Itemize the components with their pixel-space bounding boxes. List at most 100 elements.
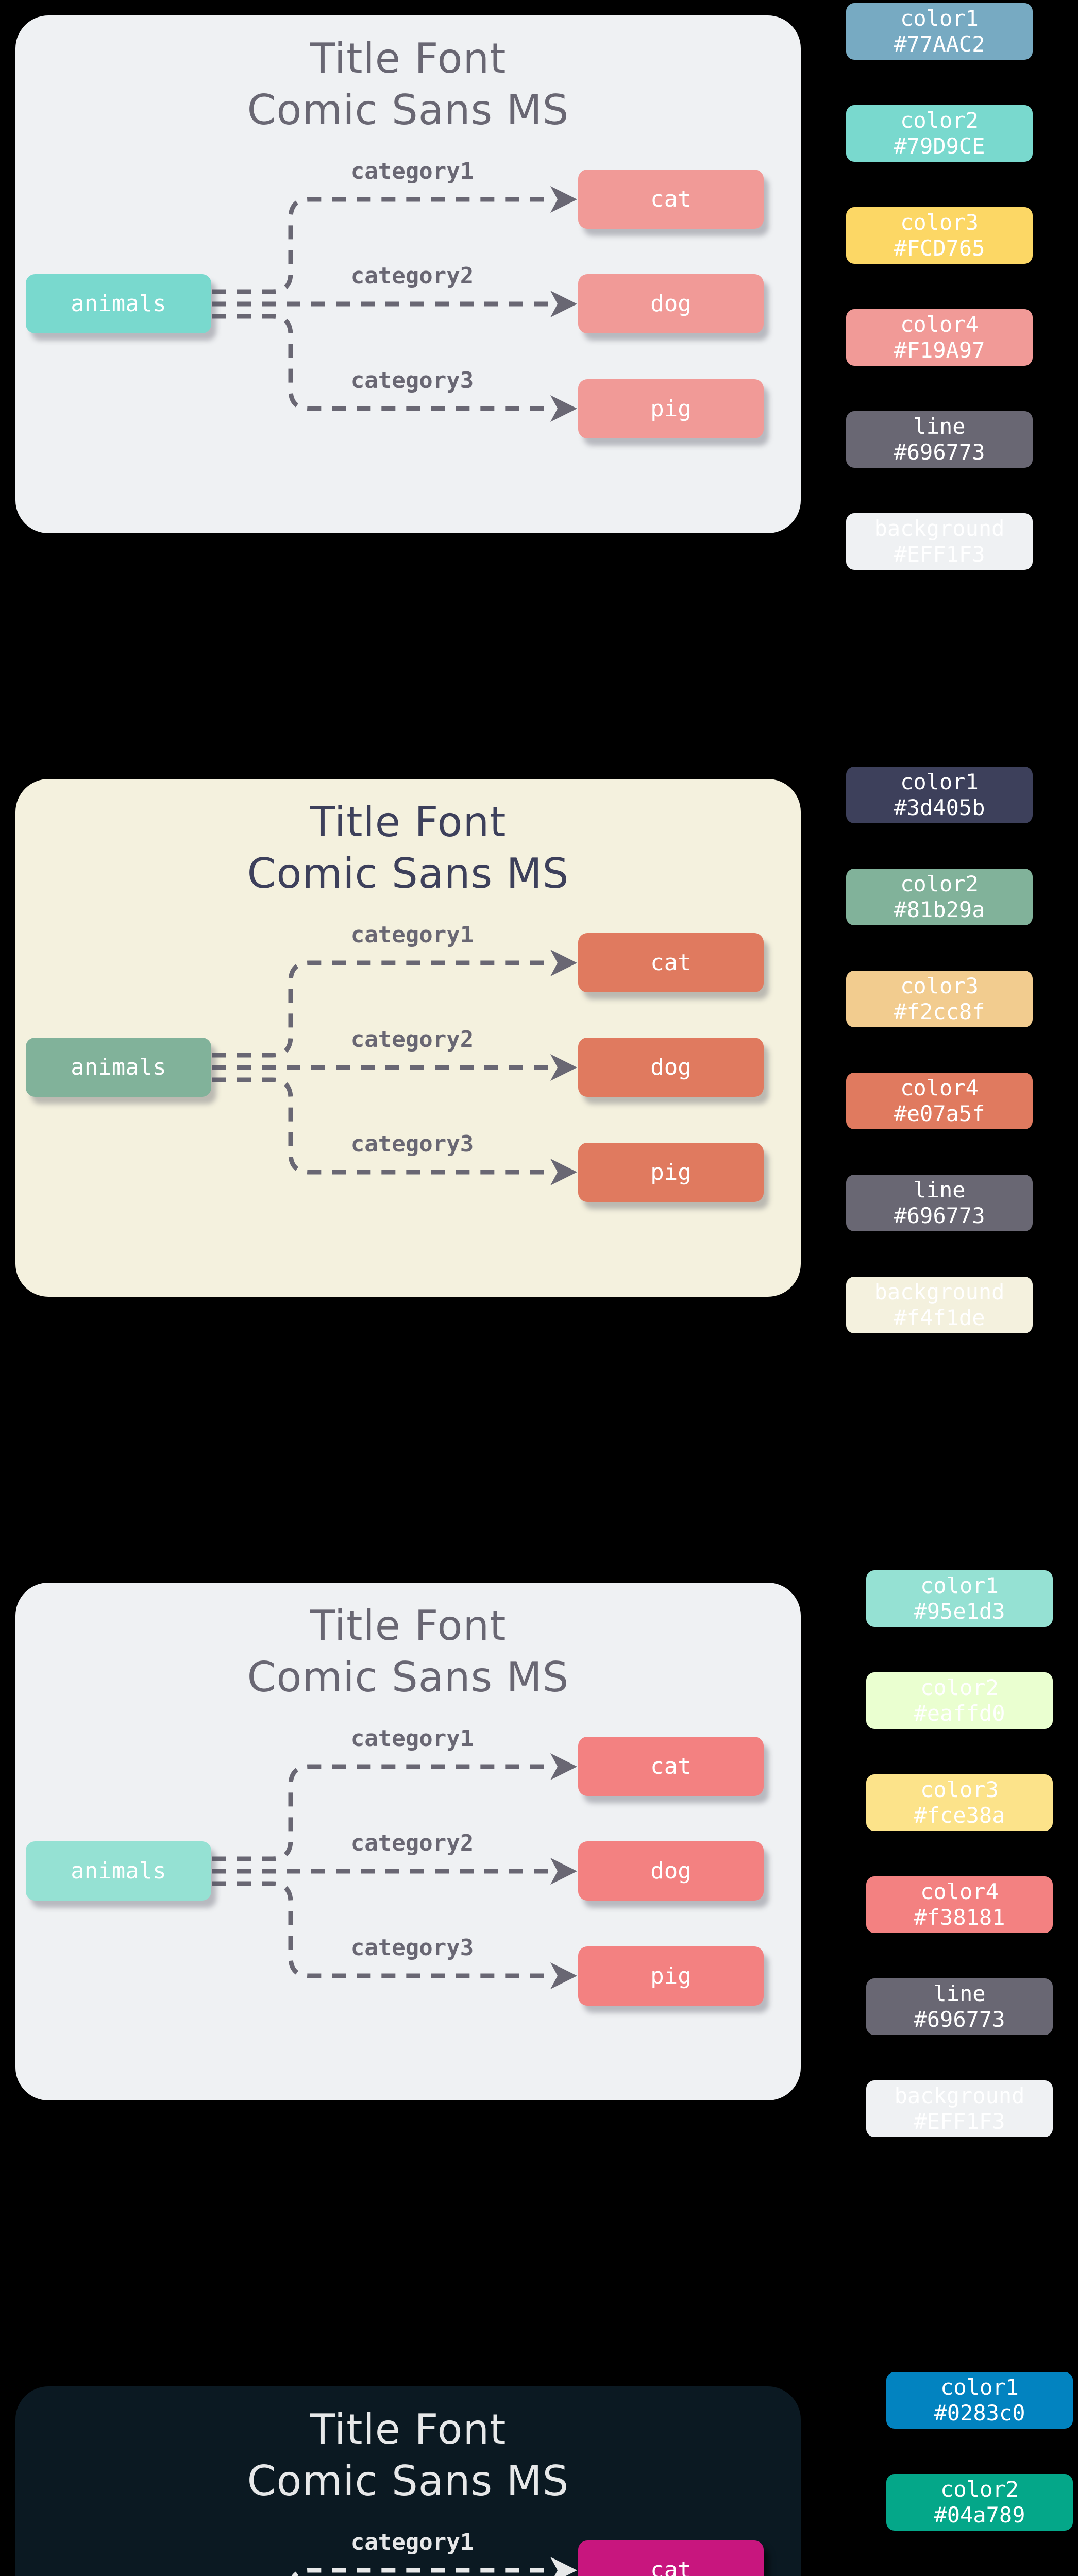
panel-title: Title Font Comic Sans MS bbox=[15, 33, 801, 136]
arrowhead-icon bbox=[550, 1159, 577, 1185]
edge-label-category1: category1 bbox=[350, 922, 474, 948]
swatch-background: background #f4f1de bbox=[846, 1277, 1033, 1333]
swatch-background: background #EFF1F3 bbox=[846, 513, 1033, 570]
swatch-name: background bbox=[874, 1279, 1005, 1304]
swatch-hex: #EFF1F3 bbox=[914, 2109, 1005, 2134]
title-line-1: Title Font bbox=[310, 1602, 507, 1650]
title-line-1: Title Font bbox=[310, 35, 507, 82]
node-dog: dog bbox=[578, 274, 764, 333]
edge-connectors bbox=[212, 950, 577, 1185]
swatch-color1: color1 #95e1d3 bbox=[866, 1570, 1053, 1627]
swatch-hex: #3d405b bbox=[894, 795, 985, 820]
node-dog: dog bbox=[578, 1841, 764, 1901]
edge-label-category1: category1 bbox=[350, 1725, 474, 1752]
swatch-hex: #81b29a bbox=[894, 897, 985, 922]
swatch-name: color4 bbox=[920, 1879, 999, 1904]
theme-panel: Title Font Comic Sans MS category1 categ… bbox=[15, 15, 801, 533]
edge-label-category2: category2 bbox=[350, 1026, 474, 1053]
swatch-hex: #95e1d3 bbox=[914, 1599, 1005, 1624]
title-line-2: Comic Sans MS bbox=[247, 850, 569, 897]
arrowhead-icon bbox=[550, 1054, 577, 1081]
swatch-line: line #696773 bbox=[846, 411, 1033, 468]
edge-label-category1: category1 bbox=[350, 2529, 474, 2555]
arrowhead-icon bbox=[550, 1962, 577, 1989]
palette-column: color1 #0283c0 color2 #04a789 color3 #fc… bbox=[886, 2372, 1073, 2576]
swatch-hex: #eaffd0 bbox=[914, 1701, 1005, 1726]
edge-connectors bbox=[212, 186, 577, 422]
palette-column: color1 #95e1d3 color2 #eaffd0 color3 #fc… bbox=[866, 1570, 1053, 2182]
node-animals: animals bbox=[26, 1841, 211, 1901]
edge-connectors bbox=[212, 1753, 577, 1989]
swatch-name: color2 bbox=[900, 871, 979, 896]
swatch-hex: #696773 bbox=[894, 439, 985, 465]
edge-label-category1: category1 bbox=[350, 158, 474, 184]
swatch-color4: color4 #f38181 bbox=[866, 1876, 1053, 1933]
swatch-hex: #f38181 bbox=[914, 1905, 1005, 1930]
swatch-name: color1 bbox=[900, 769, 979, 794]
arrowhead-icon bbox=[550, 186, 577, 213]
swatch-color3: color3 #FCD765 bbox=[846, 207, 1033, 264]
swatch-hex: #f2cc8f bbox=[894, 999, 985, 1024]
swatch-name: color1 bbox=[900, 6, 979, 31]
swatch-name: color2 bbox=[900, 108, 979, 133]
swatch-hex: #fce38a bbox=[914, 1803, 1005, 1828]
node-cat: cat bbox=[578, 933, 764, 992]
swatch-hex: #F19A97 bbox=[894, 337, 985, 363]
title-line-1: Title Font bbox=[310, 2405, 507, 2453]
swatch-name: background bbox=[874, 516, 1005, 541]
arrowhead-icon bbox=[550, 2557, 577, 2576]
edge-category3 bbox=[212, 314, 549, 411]
node-animals: animals bbox=[26, 1038, 211, 1097]
swatch-hex: #EFF1F3 bbox=[894, 541, 985, 567]
theme-panel: Title Font Comic Sans MS category1 categ… bbox=[15, 2386, 801, 2576]
node-dog: dog bbox=[578, 1038, 764, 1097]
swatch-hex: #696773 bbox=[894, 1203, 985, 1228]
panel-title: Title Font Comic Sans MS bbox=[15, 1600, 801, 1703]
edge-label-category2: category2 bbox=[350, 263, 474, 289]
node-pig: pig bbox=[578, 1946, 764, 2006]
node-pig: pig bbox=[578, 379, 764, 438]
arrowhead-icon bbox=[550, 950, 577, 976]
arrowhead-icon bbox=[550, 291, 577, 317]
swatch-line: line #696773 bbox=[846, 1175, 1033, 1231]
node-pig: pig bbox=[578, 1143, 764, 1202]
swatch-background: background #EFF1F3 bbox=[866, 2080, 1053, 2137]
swatch-name: color3 bbox=[900, 973, 979, 998]
swatch-color4: color4 #F19A97 bbox=[846, 309, 1033, 366]
swatch-color1: color1 #3d405b bbox=[846, 767, 1033, 823]
edge-category3 bbox=[212, 1077, 549, 1175]
edge-category3 bbox=[212, 1881, 549, 1978]
swatch-name: line bbox=[933, 1981, 986, 2006]
swatch-color1: color1 #0283c0 bbox=[886, 2372, 1073, 2429]
node-animals: animals bbox=[26, 274, 211, 333]
swatch-name: color2 bbox=[940, 2477, 1019, 2502]
swatch-hex: #79D9CE bbox=[894, 133, 985, 159]
swatch-color2: color2 #eaffd0 bbox=[866, 1672, 1053, 1729]
swatch-color3: color3 #fce38a bbox=[866, 1774, 1053, 1831]
theme-panel: Title Font Comic Sans MS category1 categ… bbox=[15, 779, 801, 1297]
panel-title: Title Font Comic Sans MS bbox=[15, 2404, 801, 2507]
node-cat: cat bbox=[578, 1737, 764, 1796]
swatch-color2: color2 #04a789 bbox=[886, 2474, 1073, 2531]
palette-column: color1 #77AAC2 color2 #79D9CE color3 #FC… bbox=[846, 3, 1033, 615]
edge-label-category3: category3 bbox=[350, 1935, 474, 1961]
title-line-2: Comic Sans MS bbox=[247, 2457, 569, 2505]
swatch-hex: #04a789 bbox=[934, 2502, 1025, 2528]
swatch-hex: #FCD765 bbox=[894, 235, 985, 261]
arrowhead-icon bbox=[550, 1858, 577, 1885]
swatch-name: color2 bbox=[920, 1675, 999, 1700]
arrowhead-icon bbox=[550, 395, 577, 422]
swatch-name: color3 bbox=[920, 1777, 999, 1802]
swatch-hex: #f4f1de bbox=[894, 1305, 985, 1330]
edge-label-category3: category3 bbox=[350, 1131, 474, 1157]
swatch-hex: #696773 bbox=[914, 2007, 1005, 2032]
panel-title: Title Font Comic Sans MS bbox=[15, 796, 801, 900]
swatch-name: line bbox=[913, 414, 966, 439]
swatch-hex: #77AAC2 bbox=[894, 31, 985, 57]
swatch-color4: color4 #e07a5f bbox=[846, 1073, 1033, 1129]
edge-category1 bbox=[291, 2568, 549, 2576]
title-line-2: Comic Sans MS bbox=[247, 1653, 569, 1701]
arrowhead-icon bbox=[550, 1753, 577, 1780]
swatch-name: color3 bbox=[900, 210, 979, 235]
